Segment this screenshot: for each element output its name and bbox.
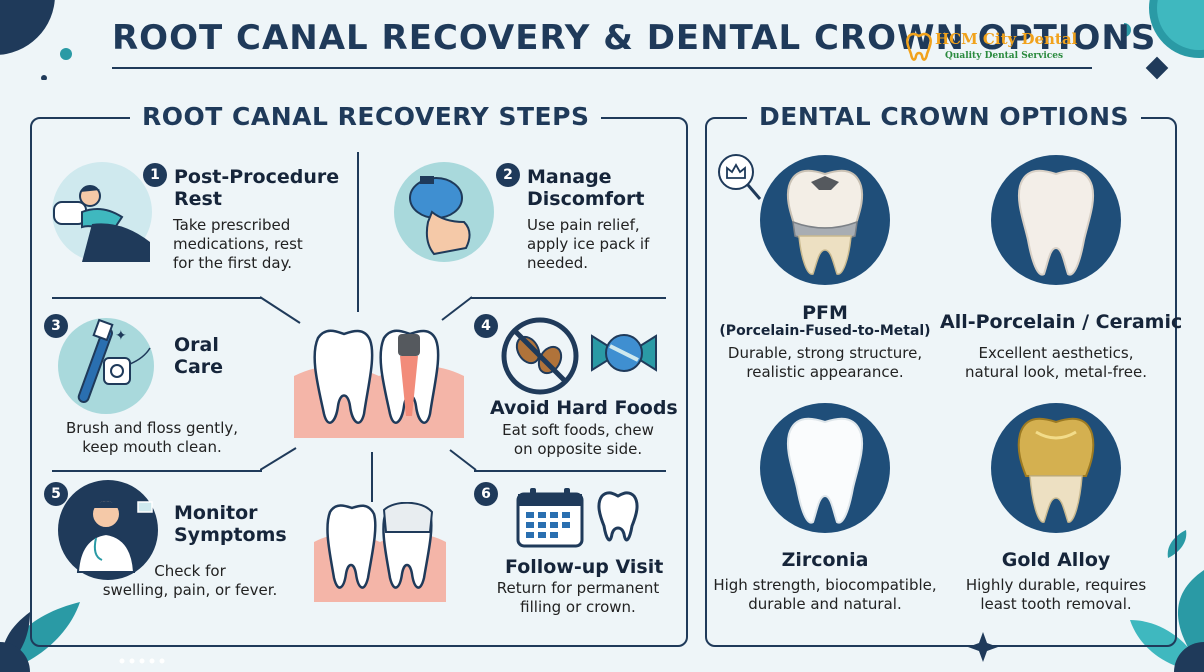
- porcelain-title: All-Porcelain / Ceramic: [940, 311, 1183, 333]
- crown-options-heading: DENTAL CROWN OPTIONS: [747, 102, 1142, 131]
- porcelain-desc-line-1: Excellent aesthetics,: [978, 344, 1134, 362]
- toothbrush-floss-icon: [77, 318, 151, 404]
- step-5-number: 5: [44, 482, 68, 506]
- divider-vertical-top: [357, 152, 359, 312]
- step-3-title-line-1: Oral: [174, 334, 219, 356]
- recovery-steps-heading: ROOT CANAL RECOVERY STEPS: [130, 102, 602, 131]
- step-2-title-line-2: Discomfort: [527, 188, 645, 210]
- gold-title: Gold Alloy: [1001, 549, 1111, 571]
- step-1-title-line-2: Rest: [174, 188, 222, 210]
- sparkle-icon: ✦: [115, 328, 127, 344]
- connector-right-upper: [441, 296, 473, 321]
- zirconia-tooth-icon: [787, 417, 863, 524]
- no-nuts-icon: [501, 317, 579, 395]
- gold-desc-line-1: Highly durable, requires: [965, 576, 1147, 594]
- tooth-logo-icon: [906, 32, 932, 61]
- zirconia-title: Zirconia: [781, 549, 869, 571]
- step-6-description: Return for permanent filling or crown.: [480, 579, 676, 617]
- leaf-decoration-right: [1167, 530, 1187, 558]
- calendar-icon: [516, 488, 584, 548]
- pfm-title: PFM: [802, 302, 848, 324]
- step-2-title: Manage Discomfort: [527, 166, 644, 210]
- step-1-title-line-1: Post-Procedure: [174, 166, 340, 188]
- step-4-desc-line-2: on opposite side.: [513, 440, 643, 458]
- root-canal-teeth-illustration: [294, 329, 464, 438]
- porcelain-description: Excellent aesthetics, natural look, meta…: [946, 344, 1166, 382]
- tooth-outline-icon: [597, 491, 639, 542]
- step-1-description: Take prescribed medications, rest for th…: [173, 216, 303, 273]
- logo-brand-name: HCM City Dental: [935, 30, 1078, 48]
- step-3-desc-line-1: Brush and floss gently,: [65, 419, 239, 437]
- gold-tooth-icon: [1017, 417, 1095, 523]
- crown-options-panel: DENTAL CROWN OPTIONS: [705, 102, 1177, 647]
- step-2-desc-line-2: apply ice pack if: [527, 235, 650, 253]
- step-5-description: Check for swelling, pain, or fever.: [100, 562, 280, 600]
- person-resting-icon: [53, 185, 150, 262]
- magnifier-crown-icon: [718, 154, 762, 200]
- step-3-title-line-2: Care: [174, 356, 224, 378]
- step-5-title: Monitor Symptoms: [174, 502, 287, 546]
- step-1-desc-line-1: Take prescribed: [173, 216, 291, 234]
- divider-left-lower: [52, 470, 262, 472]
- doctor-icon: [76, 499, 153, 573]
- step-1-title: Post-Procedure Rest: [174, 166, 339, 210]
- step-3-description: Brush and floss gently, keep mouth clean…: [52, 419, 252, 457]
- step-1-number: 1: [143, 163, 167, 187]
- connector-left-upper: [260, 296, 301, 324]
- step-4-description: Eat soft foods, chew on opposite side.: [480, 421, 676, 459]
- zirconia-description: High strength, biocompatible, durable an…: [706, 576, 944, 614]
- pfm-description: Durable, strong structure, realistic app…: [710, 344, 940, 382]
- corner-decoration-top-left: [0, 0, 72, 80]
- pfm-subtitle: (Porcelain-Fused-to-Metal): [719, 323, 931, 339]
- divider-right-lower: [474, 470, 666, 472]
- gold-desc-line-2: least tooth removal.: [980, 595, 1132, 613]
- step-5-title-line-1: Monitor: [174, 502, 258, 524]
- step-2-title-line-1: Manage: [527, 166, 612, 188]
- step-6-number: 6: [474, 482, 498, 506]
- porcelain-tooth-icon: [1018, 169, 1094, 276]
- title-underline: [112, 67, 1092, 69]
- step-3-number: 3: [44, 314, 68, 338]
- step-2-description: Use pain relief, apply ice pack if neede…: [527, 216, 649, 273]
- page-title: ROOT CANAL RECOVERY & DENTAL CROWN OPTIO…: [112, 18, 1157, 58]
- step-6-desc-line-2: filling or crown.: [520, 598, 636, 616]
- step-6-desc-line-1: Return for permanent: [496, 579, 660, 597]
- connector-right-lower: [449, 449, 477, 471]
- step-4-desc-line-1: Eat soft foods, chew: [502, 421, 654, 439]
- recovery-steps-panel: ROOT CANAL RECOVERY STEPS: [30, 102, 688, 647]
- pfm-crown-tooth-icon: [786, 169, 864, 275]
- sparkle-decoration-bottom: [968, 632, 998, 662]
- step-4-title: Avoid Hard Foods: [490, 397, 678, 419]
- leaf-decoration-bottom-left: [0, 602, 80, 672]
- step-5-title-line-2: Symptoms: [174, 524, 287, 546]
- crowned-teeth-illustration: [314, 502, 446, 602]
- step-5-desc-line-1: Check for: [154, 562, 226, 580]
- porcelain-desc-line-2: natural look, metal-free.: [965, 363, 1147, 381]
- step-6-title: Follow-up Visit: [505, 556, 664, 578]
- logo-tagline: Quality Dental Services: [945, 51, 1064, 61]
- clinic-logo: HCM City Dental Quality Dental Services: [905, 30, 1078, 66]
- step-1-desc-line-2: medications, rest: [173, 235, 303, 253]
- divider-right-upper: [470, 297, 666, 299]
- dots-decoration-bottom: [119, 658, 165, 664]
- step-3-title: Oral Care: [174, 334, 223, 378]
- ice-pack-icon: [409, 176, 471, 256]
- divider-left-upper: [52, 297, 262, 299]
- step-4-number: 4: [474, 314, 498, 338]
- zirconia-desc-line-2: durable and natural.: [748, 595, 902, 613]
- candy-icon: [591, 334, 657, 372]
- gold-description: Highly durable, requires least tooth rem…: [946, 576, 1166, 614]
- step-2-desc-line-3: needed.: [527, 254, 589, 272]
- pfm-desc-line-1: Durable, strong structure,: [727, 344, 923, 362]
- step-3-desc-line-2: keep mouth clean.: [82, 438, 222, 456]
- divider-vertical-bottom: [371, 452, 373, 502]
- pfm-desc-line-2: realistic appearance.: [746, 363, 904, 381]
- zirconia-desc-line-1: High strength, biocompatible,: [713, 576, 937, 594]
- step-1-desc-line-3: for the first day.: [173, 254, 293, 272]
- step-2-desc-line-1: Use pain relief,: [527, 216, 640, 234]
- step-5-desc-line-2: swelling, pain, or fever.: [102, 581, 278, 599]
- connector-left-lower: [260, 447, 297, 471]
- step-2-number: 2: [496, 163, 520, 187]
- corner-decoration-top-right: [1124, 0, 1204, 80]
